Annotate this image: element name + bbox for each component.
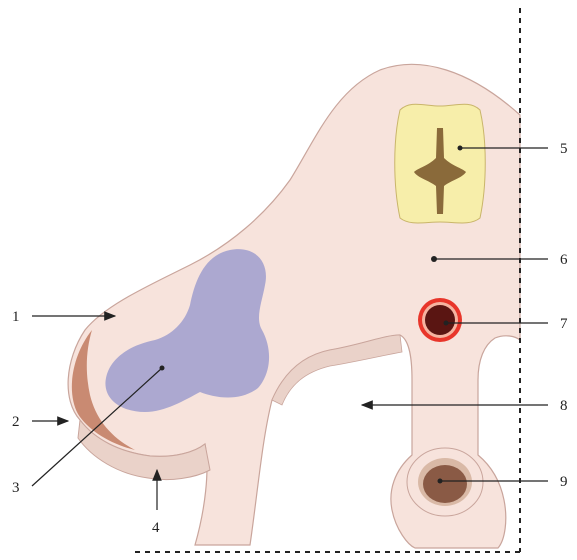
leader-9-dot bbox=[438, 479, 443, 484]
label-9: 9 bbox=[560, 474, 568, 490]
leader-7-dot bbox=[444, 321, 449, 326]
gut-lumen bbox=[423, 465, 467, 503]
label-1: 1 bbox=[12, 309, 20, 325]
aorta-lumen bbox=[425, 305, 455, 335]
label-6: 6 bbox=[560, 252, 568, 268]
leader-6-dot bbox=[431, 256, 437, 262]
label-5: 5 bbox=[560, 141, 568, 157]
label-3: 3 bbox=[12, 480, 20, 496]
label-4: 4 bbox=[152, 520, 160, 536]
leader-5-dot bbox=[458, 146, 463, 151]
label-7: 7 bbox=[560, 316, 568, 332]
label-8: 8 bbox=[560, 398, 568, 414]
label-2: 2 bbox=[12, 414, 20, 430]
leader-3-dot bbox=[160, 366, 165, 371]
